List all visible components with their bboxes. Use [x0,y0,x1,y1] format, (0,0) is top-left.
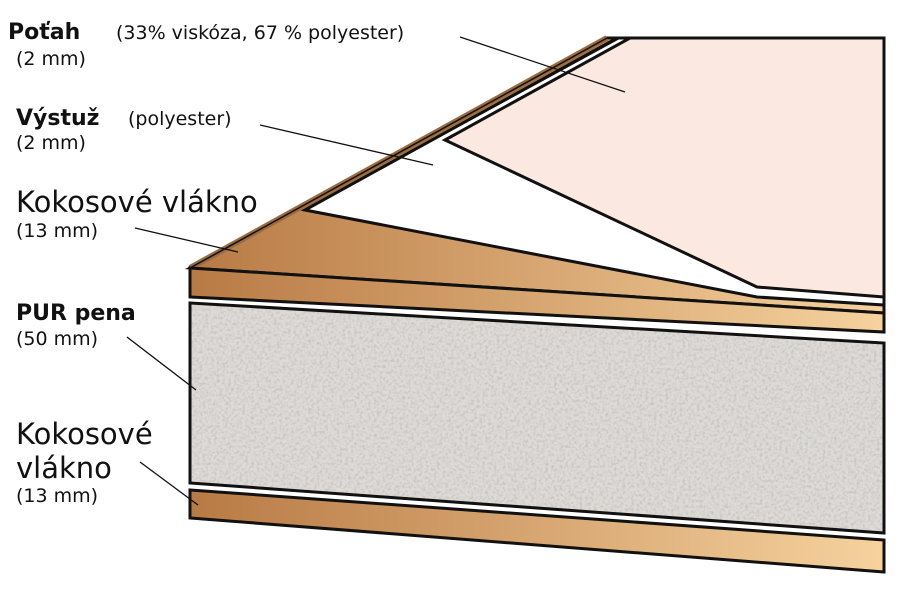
foam-name: PUR pena [16,301,136,326]
reinforcement-thickness: (2 mm) [16,132,86,154]
coconut-bottom-name-line2: vlákno [16,451,112,485]
foam-thickness: (50 mm) [16,328,99,350]
reinforcement-material: (polyester) [128,108,232,130]
cover-material: (33% viskóza, 67 % polyester) [116,22,405,44]
coconut-bottom-name-line1: Kokosové [16,417,153,451]
cover-sheet [441,36,886,299]
coconut-top-thickness: (13 mm) [16,220,99,242]
coconut-top-name: Kokosové vlákno [16,185,258,219]
leader-lines [126,36,626,506]
coconut-top-front [188,266,886,334]
coconut-bottom-front [188,488,886,574]
foam-layer [188,301,886,535]
reinforcement-name: Výstuž [16,106,100,131]
cover-thickness: (2 mm) [16,48,86,70]
cover-name: Poťah [8,20,81,45]
coconut-bottom-thickness: (13 mm) [16,485,99,507]
